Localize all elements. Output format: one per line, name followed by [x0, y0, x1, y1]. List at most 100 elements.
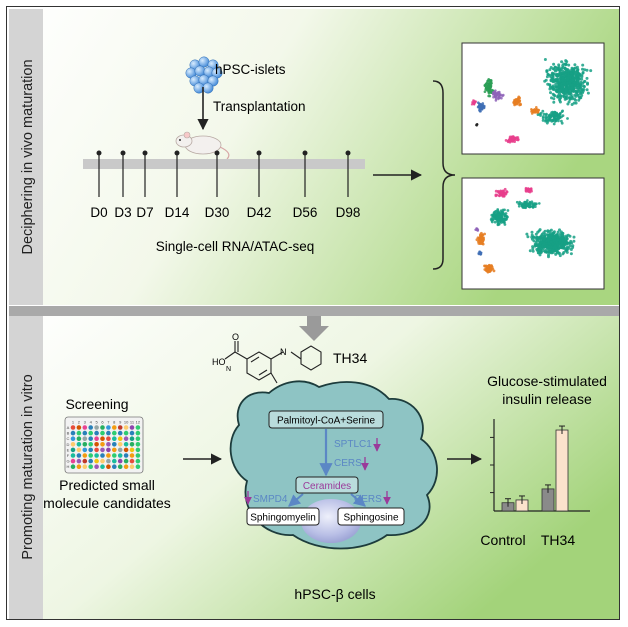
plate-column-label: 12	[136, 420, 141, 425]
plate-well	[70, 458, 76, 464]
plate-well	[117, 430, 123, 436]
timeline-dot	[256, 150, 262, 156]
th34-structure	[224, 341, 322, 384]
timeline-bar	[83, 159, 365, 169]
plate-well	[135, 447, 141, 453]
plate-well	[117, 442, 123, 447]
plate-well	[112, 453, 117, 458]
plate-well	[76, 464, 82, 470]
top-side-label: Deciphering in vivo maturation	[20, 59, 36, 254]
plate-well	[88, 447, 93, 453]
abstract-canvas: Deciphering in vivo maturation hPSC-isle…	[9, 9, 619, 619]
ceramides-box	[295, 476, 359, 494]
plate-column-label: 2	[78, 420, 81, 425]
plate-well	[94, 458, 99, 464]
timeline-dot	[345, 150, 351, 156]
umap-bracket	[432, 80, 456, 270]
sphingosine-label: Sphingosine	[343, 513, 398, 524]
plate-well	[82, 425, 88, 430]
plate-well	[129, 425, 135, 430]
plate-well	[100, 436, 105, 442]
plate-well	[76, 436, 82, 442]
plate-row-label: D	[67, 442, 70, 447]
to-sphingosine-arrow	[350, 493, 366, 507]
svg-text:O: O	[232, 332, 239, 342]
timepoint-label: D30	[205, 205, 230, 220]
plate-well	[70, 464, 76, 470]
plate-row-label: G	[66, 459, 69, 464]
timepoint-label: D42	[247, 205, 272, 220]
islets-cluster-icon	[185, 56, 223, 94]
graphical-abstract: Deciphering in vivo maturation hPSC-isle…	[6, 6, 620, 620]
plate-well	[106, 442, 111, 447]
plate-well	[129, 447, 135, 453]
plate-well	[123, 447, 129, 453]
plate-well	[88, 430, 93, 436]
plate-well	[123, 442, 129, 447]
candidates-line2: molecule candidates	[43, 495, 171, 511]
plate-well	[117, 447, 123, 453]
plate-well	[100, 453, 105, 458]
plate-well	[70, 425, 76, 430]
enzyme-sptlc1: SPTLC1	[334, 439, 372, 450]
plate-well	[123, 430, 129, 436]
plate-well	[70, 430, 76, 436]
plate-well	[106, 464, 111, 470]
plate-well	[117, 436, 123, 442]
plate-well	[117, 425, 123, 430]
timeline-dot	[214, 150, 220, 156]
substrate-label: Palmitoyl-CoA+Serine	[277, 416, 376, 427]
bottom-side-bar	[9, 316, 43, 619]
plate-well	[76, 442, 82, 447]
plate-well	[100, 430, 105, 436]
plate-well	[129, 453, 135, 458]
plate-row-label: A	[67, 425, 70, 430]
plate-well	[100, 425, 105, 430]
plate-well	[94, 442, 99, 447]
timeline-dot	[174, 150, 180, 156]
sphingomyelin-label: Sphingomyelin	[250, 513, 316, 524]
mouse-icon	[175, 131, 230, 160]
plate-well	[82, 458, 88, 464]
plate-well	[129, 430, 135, 436]
timepoint-label: D7	[136, 205, 153, 220]
plate-well	[135, 436, 141, 442]
plate-well	[88, 458, 93, 464]
plate-well	[100, 447, 105, 453]
plate-well	[100, 458, 105, 464]
plate-well	[112, 447, 117, 453]
gsis-bar	[555, 429, 569, 512]
timeline-dot	[96, 150, 102, 156]
plate-well	[82, 447, 88, 453]
plate-well	[129, 436, 135, 442]
plate-well	[106, 453, 111, 458]
substrate-box	[268, 410, 384, 429]
svg-text:N: N	[226, 366, 231, 373]
plate-well	[88, 436, 93, 442]
gsis-category-label: Control	[480, 532, 525, 548]
plate-well	[129, 458, 135, 464]
timepoint-label: D0	[90, 205, 107, 220]
sphingomyelin-box	[246, 507, 320, 526]
svg-text:N: N	[280, 347, 287, 357]
timepoint-label: D14	[165, 205, 190, 220]
plate-well	[117, 453, 123, 458]
plate-column-label: 7	[107, 420, 110, 425]
compound-name: TH34	[333, 350, 367, 366]
plate-well	[123, 453, 129, 458]
enzyme-smpd4: SMPD4	[253, 494, 288, 505]
plate-well	[70, 447, 76, 453]
plate-column-label: 9	[119, 420, 122, 425]
plate-column-label: 11	[130, 420, 135, 425]
plate-well	[76, 453, 82, 458]
plate-well	[112, 425, 117, 430]
plate-well	[82, 453, 88, 458]
plate-well	[94, 425, 99, 430]
plate-column-label: 8	[113, 420, 116, 425]
plate-well	[70, 442, 76, 447]
plate-well	[123, 425, 129, 430]
plate-well	[123, 458, 129, 464]
timepoint-label: D56	[293, 205, 318, 220]
